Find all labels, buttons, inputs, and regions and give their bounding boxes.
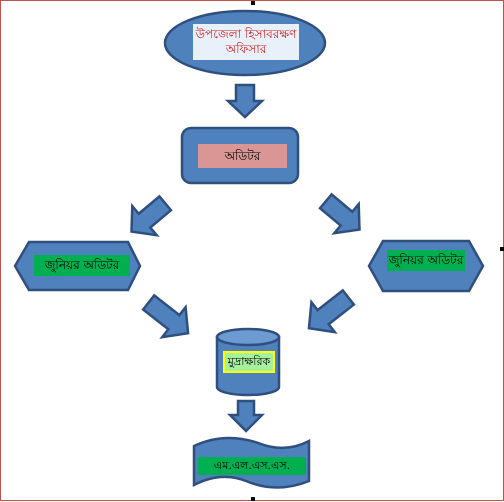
typist-label-text: মুদ্রাক্ষরিক: [227, 355, 271, 369]
arrow-down-1: [224, 83, 266, 119]
junior-auditor-left-label: জুনিয়র অডিটর: [34, 255, 130, 276]
frame-handle-right: [500, 247, 504, 251]
officer-label: উপজেলা হিসাবরক্ষণ অফিসার: [193, 24, 299, 60]
junior-auditor-right-text: জুনিয়র অডিটর: [388, 253, 464, 267]
frame-handle-bottom: [251, 497, 255, 501]
typist-label: মুদ্রাক্ষরিক: [223, 351, 275, 373]
arrow-down-2: [226, 399, 266, 433]
mlss-label: এম.এল.এস.এস.: [198, 457, 306, 475]
officer-label-line1: উপজেলা হিসাবরক্ষণ: [195, 27, 297, 41]
frame-handle-top: [251, 1, 255, 5]
arrow-diag-left: [130, 194, 173, 237]
junior-auditor-right-label: জুনিয়র অডিটর: [387, 250, 465, 271]
arrow-diag-lower-right: [307, 288, 356, 334]
auditor-label: অডিটর: [198, 144, 287, 168]
auditor-label-text: অডিটর: [224, 148, 261, 163]
arrow-diag-lower-left: [141, 293, 190, 339]
mlss-label-text: এম.এল.এস.এস.: [213, 459, 291, 473]
junior-auditor-left-text: জুনিয়র অডিটর: [44, 258, 120, 272]
officer-label-line2: অফিসার: [225, 42, 267, 56]
arrow-diag-right: [318, 192, 361, 235]
